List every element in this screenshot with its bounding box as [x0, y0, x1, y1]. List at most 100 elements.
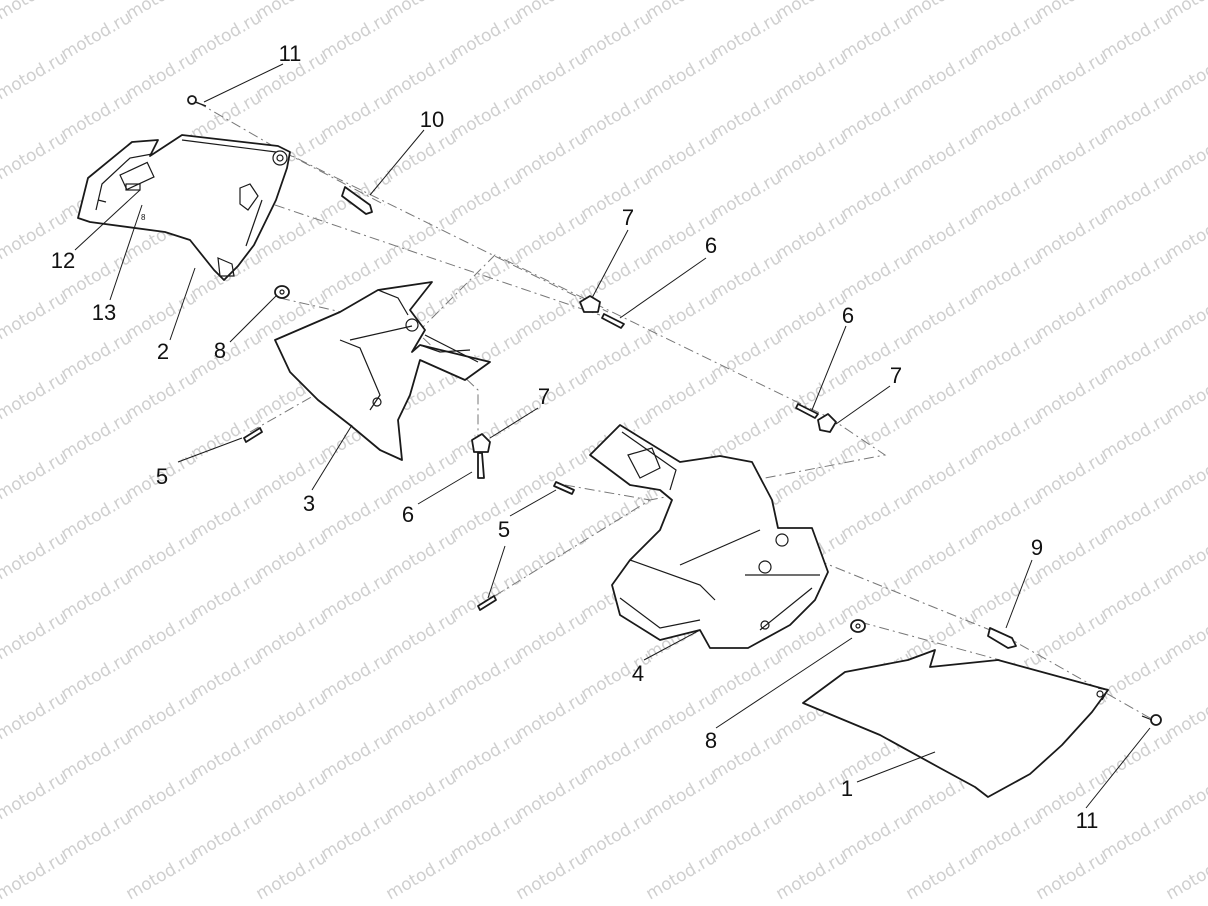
watermark-text: motod.ru — [968, 568, 1046, 624]
screw-5-lower — [477, 595, 497, 611]
grommet-8-right — [850, 619, 866, 633]
watermark-text: motod.ru — [318, 808, 396, 864]
callout-6-right: 6 — [842, 303, 854, 328]
watermark-text: motod.ru — [643, 0, 721, 24]
watermark-text: motod.ru — [123, 768, 201, 824]
watermark-text: motod.ru — [708, 88, 786, 144]
watermark-text: motod.ru — [253, 448, 331, 504]
callout-8-left: 8 — [214, 338, 226, 363]
bolt-6-bottom — [477, 452, 485, 479]
watermark-text: motod.ru — [513, 528, 591, 584]
watermark-text: motod.ru — [253, 608, 331, 664]
watermark-text: motod.ru — [448, 568, 526, 624]
watermark-text: motod.ru — [968, 248, 1046, 304]
watermark-text: motod.ru — [0, 128, 70, 184]
watermark-text: motod.ru — [968, 408, 1046, 464]
watermark-text: motod.ru — [1033, 368, 1111, 424]
watermark-text: motod.ru — [318, 488, 396, 544]
watermark-text: motod.ru — [708, 728, 786, 784]
watermark-text: motod.ru — [1098, 728, 1176, 784]
watermark-text: motod.ru — [383, 0, 461, 24]
callout-13: 13 — [92, 300, 116, 325]
bolt-6-right — [795, 403, 819, 419]
watermark-text: motod.ru — [188, 728, 266, 784]
watermark-text: motod.ru — [123, 528, 201, 584]
leader-lines — [74, 63, 1151, 809]
watermark-text: motod.ru — [123, 688, 201, 744]
watermark-text: motod.ru — [0, 768, 70, 824]
watermark-text: motod.ru — [58, 488, 136, 544]
watermark-text: motod.ru — [123, 848, 201, 904]
watermark-text: motod.ru — [383, 208, 461, 264]
watermark-text: motod.ru — [643, 48, 721, 104]
watermark-text: motod.ru — [838, 328, 916, 384]
stud-9 — [987, 627, 1017, 649]
watermark-text: motod.ru — [1098, 8, 1176, 64]
watermark-text: motod.ru — [773, 848, 851, 904]
watermark-text: motod.ru — [1033, 208, 1111, 264]
watermark-text: motod.ru — [968, 88, 1046, 144]
watermark-text: motod.ru — [1098, 248, 1176, 304]
callout-12: 12 — [51, 248, 75, 273]
watermark-text: motod.ru — [448, 408, 526, 464]
watermark-text: motod.ru — [188, 488, 266, 544]
watermark-text: motod.ru — [708, 168, 786, 224]
watermark-text: motod.ru — [838, 88, 916, 144]
screw-11-top — [187, 95, 207, 107]
watermark-text: motod.ru — [903, 128, 981, 184]
watermark-text: motod.ru — [643, 288, 721, 344]
watermark-text: motod.ru — [513, 0, 591, 24]
watermark-text: motod.ru — [838, 8, 916, 64]
watermark-text: motod.ru — [903, 0, 981, 24]
watermark-text: motod.ru — [58, 568, 136, 624]
watermark-text: motod.ru — [253, 768, 331, 824]
callout-8-right: 8 — [705, 728, 717, 753]
watermark-text: motod.ru — [318, 88, 396, 144]
watermark-text: motod.ru — [838, 808, 916, 864]
watermark-text: motod.ru — [188, 568, 266, 624]
callout-10: 10 — [420, 107, 444, 132]
screw-5-upper — [553, 481, 575, 495]
watermark-text: motod.ru — [383, 528, 461, 584]
watermark-text: motod.ru — [578, 328, 656, 384]
watermark-text: motod.ru — [123, 368, 201, 424]
watermark-text: motod.ru — [383, 768, 461, 824]
watermark-text: motod.ru — [513, 208, 591, 264]
watermark-text: motod.ru — [773, 768, 851, 824]
watermark-text: motod.ru — [1033, 288, 1111, 344]
watermark-text: motod.ru — [773, 208, 851, 264]
watermark-text: motod.ru — [903, 48, 981, 104]
watermark-text: motod.ru — [903, 368, 981, 424]
watermark-text: motod.ru — [1098, 168, 1176, 224]
watermark-text: motod.ru — [448, 8, 526, 64]
watermark-text: motod.ru — [903, 448, 981, 504]
part-4-air-duct — [589, 424, 829, 649]
watermark-text: motod.ru — [58, 728, 136, 784]
watermark-text: motod.ru — [1033, 608, 1111, 664]
fasteners — [187, 95, 1162, 726]
watermark-text: motod.ru — [643, 368, 721, 424]
watermark-text: motod.ru — [0, 528, 70, 584]
watermark-text: motod.ru — [0, 448, 70, 504]
watermark-text: motod.ru — [838, 168, 916, 224]
watermark-text: motod.ru — [1033, 448, 1111, 504]
watermark-text: motod.ru — [383, 688, 461, 744]
watermark-text: motod.ru — [513, 768, 591, 824]
watermark-text: motod.ru — [838, 408, 916, 464]
watermark-text: motod.ru — [838, 488, 916, 544]
watermark-text: motod.ru — [643, 768, 721, 824]
watermark-text: motod.ru — [968, 328, 1046, 384]
watermark-text: motod.ru — [58, 808, 136, 864]
watermark-text: motod.ru — [1098, 568, 1176, 624]
watermark-text: motod.ru — [448, 168, 526, 224]
watermark-text: motod.ru — [903, 528, 981, 584]
watermark-text: motod.ru — [578, 728, 656, 784]
watermark-text: motod.ru — [513, 368, 591, 424]
watermark-text: motod.ru — [123, 608, 201, 664]
watermark-text: motod.ru — [968, 168, 1046, 224]
watermark-text: motod.ru — [773, 0, 851, 24]
callout-labels: 11 10 12 13 2 8 7 6 6 7 7 5 3 6 5 9 4 8 … — [51, 41, 1099, 833]
watermark-text: motod.ru — [188, 328, 266, 384]
bolt-6-top — [601, 313, 625, 329]
